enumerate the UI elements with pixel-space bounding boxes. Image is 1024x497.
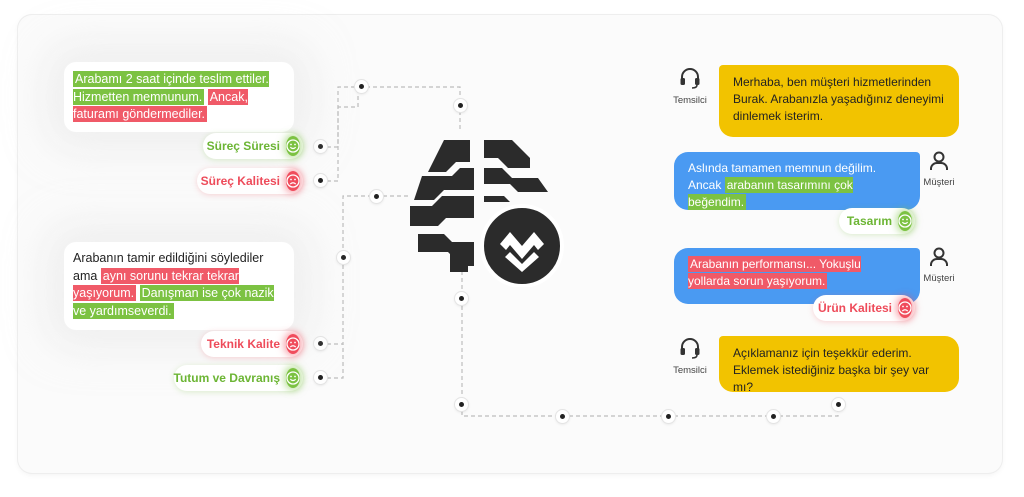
brain-ai-icon: [410, 140, 564, 287]
tag-urun-kalitesi: Ürün Kalitesi: [813, 295, 915, 321]
user-icon: [930, 151, 948, 170]
feedback-text: Arabamı 2 saat içinde teslim ettiler. Hi…: [73, 66, 285, 124]
connector-dot: [767, 410, 780, 423]
chat-bubble-customer: Arabanın performansı... Yokuşlu yollarda…: [674, 248, 920, 304]
frown-icon: [898, 298, 912, 318]
headset-icon: [680, 338, 700, 359]
connector-dot: [556, 410, 569, 423]
connector-dot: [337, 251, 350, 264]
connector-dot: [662, 410, 675, 423]
connector-dot: [314, 337, 327, 350]
tag-label: Süreç Kalitesi: [200, 174, 280, 188]
speaker-label: Müşteri: [923, 177, 955, 188]
tag-label: Tasarım: [846, 214, 892, 228]
speaker-customer: Müşteri: [914, 246, 964, 284]
smile-icon: [286, 368, 300, 388]
highlight-negative: Arabanın performansı... Yokuşlu yollarda…: [688, 256, 861, 289]
speaker-label: Temsilci: [673, 95, 707, 106]
connector-dot: [355, 80, 368, 93]
tag-label: Süreç Süresi: [206, 139, 280, 153]
connector-dot: [314, 140, 327, 153]
connector-dot: [455, 398, 468, 411]
feedback-card: Arabanın tamir edildiğini söylediler ama…: [64, 242, 294, 330]
tag-tasarim: Tasarım: [839, 208, 915, 234]
frown-icon: [286, 171, 300, 191]
tag-label: Teknik Kalite: [206, 337, 280, 351]
chat-text: Açıklamanız için teşekkür ederim. Ekleme…: [733, 346, 930, 394]
connector-dot: [314, 174, 327, 187]
tag-tutum-ve-davranis: Tutum ve Davranış: [174, 365, 303, 391]
chat-text: Merhaba, ben müşteri hizmetlerinden Bura…: [733, 75, 944, 123]
feedback-text: Arabanın tamir edildiğini söylediler ama…: [73, 251, 274, 319]
connector-dot: [370, 190, 383, 203]
chat-bubble-agent: Merhaba, ben müşteri hizmetlerinden Bura…: [719, 65, 959, 137]
chat-bubble-agent: Açıklamanız için teşekkür ederim. Ekleme…: [719, 336, 959, 394]
tag-sureç-kalitesi: Süreç Kalitesi: [197, 168, 303, 194]
speaker-label: Müşteri: [923, 273, 955, 284]
feedback-card: Arabamı 2 saat içinde teslim ettiler. Hi…: [64, 62, 294, 132]
speaker-agent: Temsilci: [665, 336, 715, 376]
connector-dot: [832, 398, 845, 411]
chat-bubble-customer: Aslında tamamen memnun değilim. Ancak ar…: [674, 152, 920, 210]
speaker-label: Temsilci: [673, 365, 707, 376]
tag-label: Tutum ve Davranış: [173, 371, 280, 385]
tag-teknik-kalite: Teknik Kalite: [201, 331, 303, 357]
speaker-customer: Müşteri: [914, 150, 964, 188]
smile-icon: [286, 136, 300, 156]
smile-icon: [898, 211, 912, 231]
connector-dot: [454, 99, 467, 112]
frown-icon: [286, 334, 300, 354]
tag-label: Ürün Kalitesi: [817, 301, 892, 315]
tag-sureç-suresi: Süreç Süresi: [203, 133, 303, 159]
connector-dot: [314, 371, 327, 384]
user-icon: [930, 247, 948, 266]
connector-dot: [455, 292, 468, 305]
speaker-agent: Temsilci: [665, 66, 715, 106]
headset-icon: [680, 68, 700, 89]
